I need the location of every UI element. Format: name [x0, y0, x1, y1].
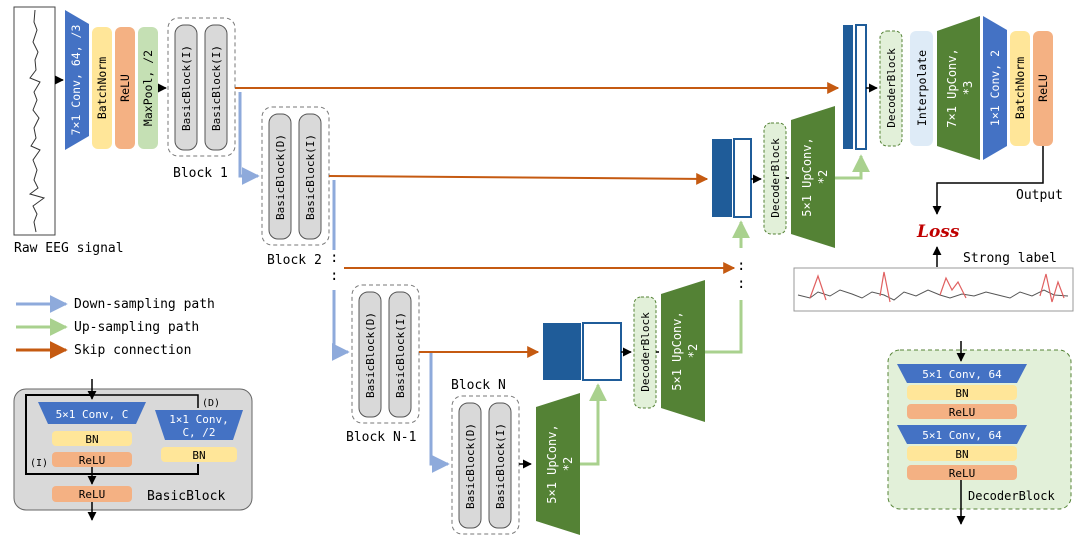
blockn-item-1: BasicBlock(D) [464, 423, 477, 509]
svg-text::: : [330, 250, 338, 266]
upconv-lower-line2: *2 [686, 344, 700, 358]
final-relu [1033, 31, 1053, 146]
conv-out [983, 16, 1007, 160]
db-conv2-label: 5×1 Conv, 64 [922, 429, 1002, 442]
db-conv1-label: 5×1 Conv, 64 [922, 368, 1002, 381]
blockn1-item-1: BasicBlock(D) [364, 312, 377, 398]
output-arrow [932, 146, 1044, 215]
block1-item-2: BasicBlock(I) [210, 45, 223, 131]
feature-map-2-b [733, 138, 752, 218]
db-bn2-label: BN [955, 448, 968, 461]
stem-maxpool [138, 27, 158, 149]
svg-text::: : [737, 276, 745, 292]
stem-batchnorm-label: BatchNorm [95, 57, 109, 119]
upconv-final-line1: 7×1 UpConv, [945, 48, 959, 127]
stem-conv-label: 7×1 Conv, 64, /3 [69, 25, 83, 136]
block2-label: Block 2 [267, 253, 322, 268]
upconv-lower-line1: 5×1 UpConv, [670, 311, 684, 390]
conv-out-label: 1×1 Conv, 2 [988, 50, 1002, 126]
blockn1-label: Block N-1 [346, 430, 416, 445]
block2-item-1: BasicBlock(D) [274, 134, 287, 220]
decoderblock-final-label: DecoderBlock [885, 48, 898, 128]
bb-conv-label: 5×1 Conv, C [56, 408, 129, 421]
final-batchnorm-label: BatchNorm [1013, 57, 1027, 119]
block-n-1: BasicBlock(D) BasicBlock(I) Block N-1 [346, 284, 420, 445]
blockn-label: Block N [451, 378, 506, 393]
decoderblock-detail: 5×1 Conv, 64 BN ReLU 5×1 Conv, 64 BN ReL… [887, 341, 1072, 525]
legend-down-label: Down-sampling path [74, 297, 215, 312]
blockn1-item-2: BasicBlock(I) [394, 312, 407, 398]
bb-relu-label: ReLU [79, 454, 106, 467]
skip-connection-2 [328, 172, 709, 185]
stem-batchnorm [92, 27, 112, 149]
blockn-item-2: BasicBlock(I) [494, 423, 507, 509]
bb-down-conv-line2: C, /2 [182, 426, 215, 439]
upconv-upper-line2: *2 [816, 170, 830, 184]
block1-label: Block 1 [173, 166, 228, 181]
raw-eeg-input: Raw EEG signal [13, 6, 124, 256]
up-path-2 [705, 300, 743, 354]
up-path-1 [580, 383, 607, 466]
svg-text::: : [737, 258, 745, 274]
upconv-bottom [536, 393, 580, 535]
basicblock-title: BasicBlock [147, 489, 225, 504]
bb-down-conv-line1: 1×1 Conv, [169, 413, 229, 426]
feature-map-n1-a [543, 323, 581, 380]
feature-map-2-a [712, 139, 732, 217]
legend-up-label: Up-sampling path [74, 320, 199, 335]
final-batchnorm [1010, 31, 1030, 146]
block1-item-1: BasicBlock(I) [180, 45, 193, 131]
upconv-lower [661, 280, 705, 422]
decoderblock-lower-label: DecoderBlock [639, 312, 652, 392]
db-bn1-label: BN [955, 387, 968, 400]
upconv-upper [791, 106, 835, 248]
decoderblock-upper-label: DecoderBlock [769, 138, 782, 218]
block-1: BasicBlock(I) BasicBlock(I) Block 1 [167, 17, 236, 181]
interpolate-box [910, 31, 933, 146]
svg-text::: : [330, 268, 338, 284]
upconv-bottom-line2: *2 [561, 457, 575, 471]
upconv-upper-line1: 5×1 UpConv, [800, 137, 814, 216]
bb-tag-i: (I) [30, 458, 48, 469]
db-relu1-label: ReLU [949, 406, 976, 419]
up-path-3 [835, 154, 870, 180]
stem-relu-label: ReLU [118, 74, 132, 102]
stem-conv-trapezoid [65, 10, 89, 150]
stem-maxpool-label: MaxPool, /2 [141, 50, 155, 126]
interpolate-label: Interpolate [915, 50, 929, 126]
output-label: Output [1016, 188, 1063, 203]
bb-tag-d: (D) [202, 398, 220, 409]
upconv-final-line2: *3 [961, 81, 975, 95]
down-path-1 [238, 92, 260, 185]
block2-item-2: BasicBlock(I) [304, 134, 317, 220]
decoderblock-title: DecoderBlock [968, 489, 1055, 503]
basicblock-detail: 5×1 Conv, C BN ReLU ReLU (D) (I) 1×1 Con… [13, 379, 253, 521]
legend-skip-label: Skip connection [74, 343, 191, 358]
decoderblock-final [879, 30, 903, 147]
bb-down-bn-label: BN [192, 449, 205, 462]
upconv-final [937, 16, 980, 160]
strong-label-caption: Strong label [963, 251, 1057, 266]
block-2: BasicBlock(D) BasicBlock(I) Block 2 [261, 106, 330, 268]
feature-map-n1-b [582, 322, 622, 381]
loss-label: Loss [916, 222, 960, 242]
feature-map-1-a [843, 25, 853, 149]
input-caption: Raw EEG signal [14, 241, 124, 256]
feature-map-1-b [855, 24, 867, 150]
strong-label-signal [793, 267, 1074, 312]
db-relu2-label: ReLU [949, 467, 976, 480]
down-path-3 [429, 352, 450, 473]
final-relu-label: ReLU [1036, 74, 1050, 102]
bb-relu-out-label: ReLU [79, 488, 106, 501]
legend: Down-sampling path Up-sampling path Skip… [16, 295, 215, 359]
bb-bn-label: BN [85, 433, 98, 446]
block-n: BasicBlock(D) BasicBlock(I) Block N [451, 378, 520, 535]
stem-relu [115, 27, 135, 149]
down-path-2b [331, 290, 350, 361]
upconv-bottom-line1: 5×1 UpConv, [545, 424, 559, 503]
